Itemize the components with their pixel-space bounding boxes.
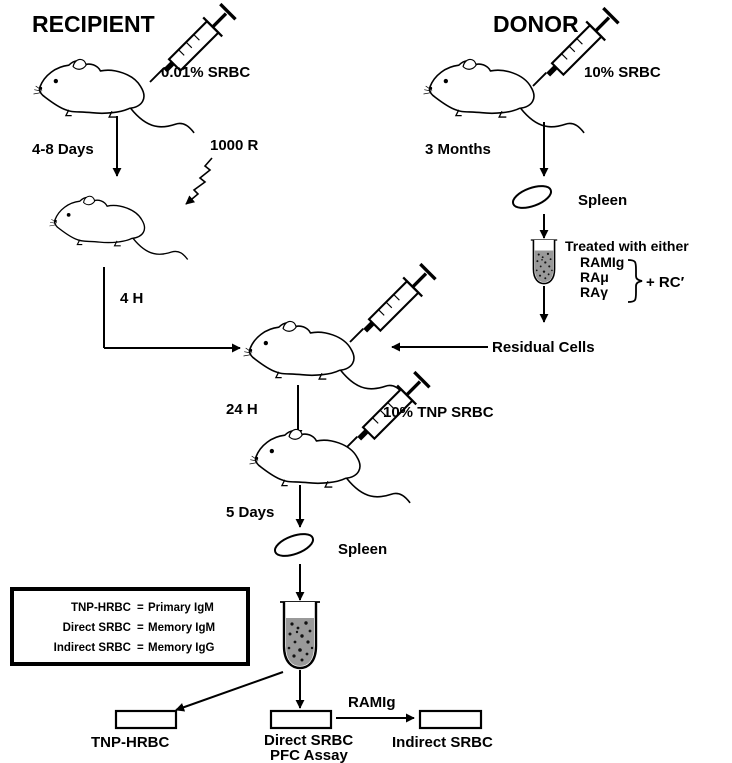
legend-meaning: Primary IgM xyxy=(148,602,214,614)
tnp-assay-plate xyxy=(116,711,176,728)
final-tube-icon xyxy=(280,602,320,668)
legend-equals: = xyxy=(137,642,144,654)
legend-meaning: Memory IgM xyxy=(148,622,215,634)
donor-header: DONOR xyxy=(493,11,579,37)
reagent-label: RAMIg xyxy=(348,694,396,711)
donor-spleen-label: Spleen xyxy=(578,192,627,209)
recipient-injection-label: 0.01% SRBC xyxy=(161,64,250,81)
challenge-label: 10% TNP SRBC xyxy=(383,404,494,421)
complement-label: + RC′ xyxy=(646,274,685,291)
after-irradiation-label: 4 H xyxy=(120,290,143,307)
antisera-brace xyxy=(628,260,642,302)
host-syringe xyxy=(350,264,436,342)
legend-equals: = xyxy=(137,622,144,634)
legend-equals: = xyxy=(137,602,144,614)
challenged-mouse xyxy=(250,429,411,502)
host-wait-label: 24 H xyxy=(226,401,258,418)
final-spleen-label: Spleen xyxy=(338,541,387,558)
legend-row-direct: Direct SRBC = Memory IgM xyxy=(63,622,215,634)
legend-assay: TNP-HRBC xyxy=(71,602,131,614)
donor-wait-label: 3 Months xyxy=(425,141,491,158)
legend-assay: Direct SRBC xyxy=(63,622,131,634)
residual-cells-label: Residual Cells xyxy=(492,339,595,356)
indirect-assay-plate xyxy=(420,711,481,728)
antiserum-ramig: RAMIg xyxy=(580,254,624,270)
legend-assay: Indirect SRBC xyxy=(54,642,131,654)
irradiation-zigzag xyxy=(186,158,212,204)
host-mouse xyxy=(244,321,405,394)
tnp-assay-label: TNP-HRBC xyxy=(91,734,169,751)
irradiation-label: 1000 R xyxy=(210,137,259,154)
recipient-wait-label: 4-8 Days xyxy=(32,141,94,158)
legend-row-tnp: TNP-HRBC = Primary IgM xyxy=(71,602,214,614)
challenge-wait-label: 5 Days xyxy=(226,504,274,521)
direct-assay-label-line2: PFC Assay xyxy=(270,747,348,763)
antiserum-ragamma: RAγ xyxy=(580,284,608,300)
donor-spleen-icon xyxy=(510,182,554,213)
legend-meaning: Memory IgG xyxy=(148,642,215,654)
tube-to-tnp-arrow xyxy=(176,672,283,710)
antiserum-ramu: RAμ xyxy=(580,269,609,285)
recipient-header: RECIPIENT xyxy=(32,11,155,37)
direct-assay-plate xyxy=(271,711,331,728)
indirect-assay-label: Indirect SRBC xyxy=(392,734,493,751)
donor-injection-label: 10% SRBC xyxy=(584,64,661,81)
donor-tube-icon xyxy=(531,240,557,284)
irradiated-mouse xyxy=(49,196,187,259)
final-spleen-icon xyxy=(272,530,316,561)
treatment-title: Treated with either xyxy=(565,238,689,254)
